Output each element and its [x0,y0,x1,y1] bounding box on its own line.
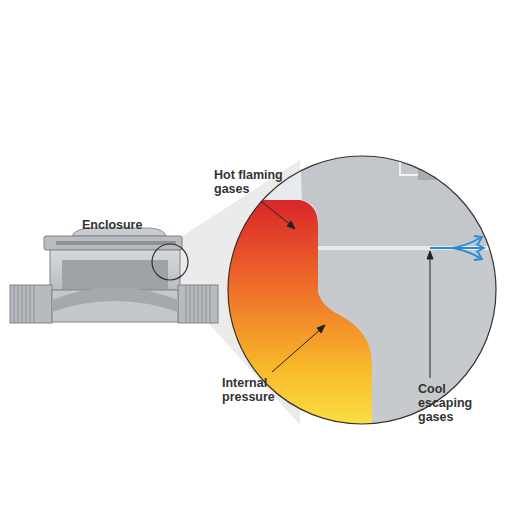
zoom-detail [220,150,510,440]
enclosure-drawing [10,228,218,323]
leader-lines [262,202,433,378]
callout-label: Cool escaping gases [418,382,484,424]
callout-label: Hot flaming gases [214,168,296,196]
escape-arrows [430,236,484,260]
part-label: Enclosure [82,218,172,232]
callout-label: Internal pressure [222,376,292,404]
